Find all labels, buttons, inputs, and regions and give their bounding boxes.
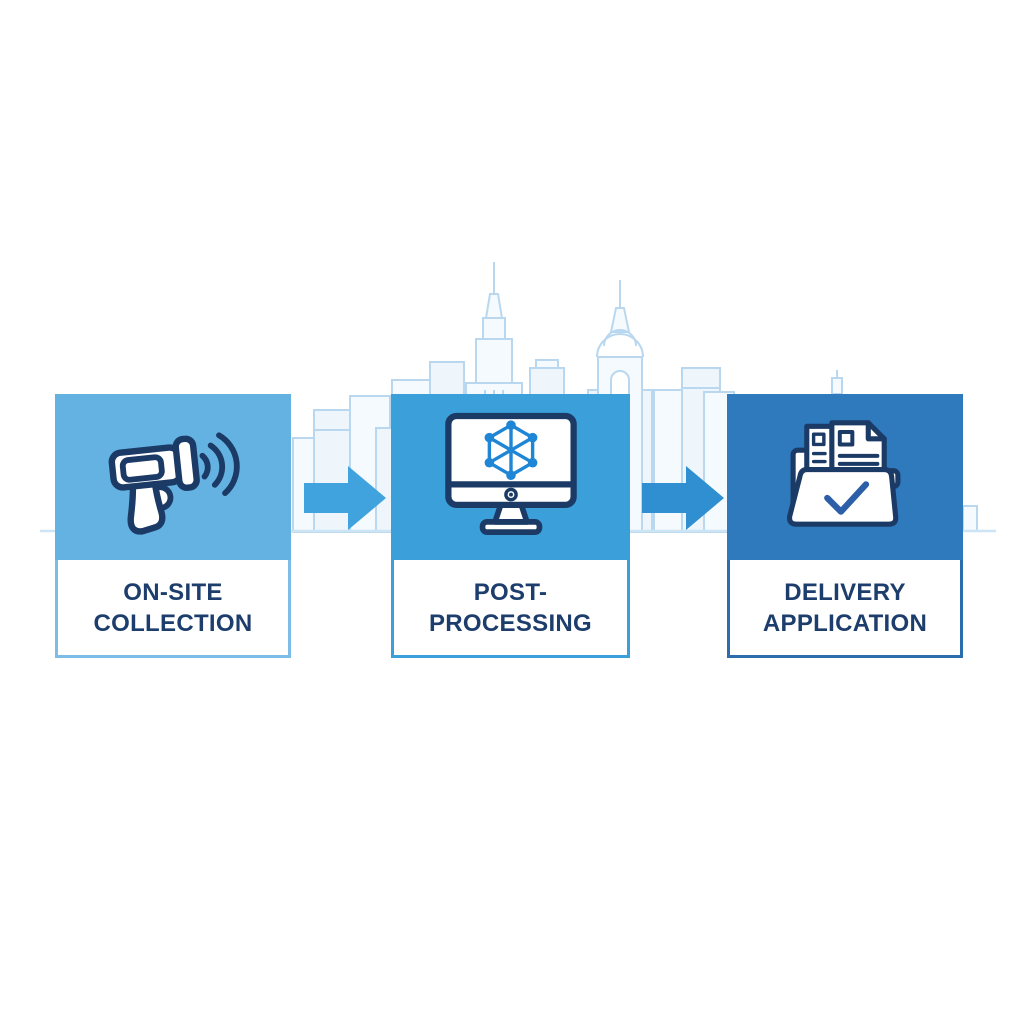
step-label-line: ON-SITE [123,578,223,606]
step-delivery-application-label: DELIVERY APPLICATION [727,560,963,658]
barcode-scanner-icon [108,432,240,535]
step-label-line: APPLICATION [762,609,928,637]
step-label-line: COLLECTION [93,609,253,637]
step-delivery-application: DELIVERY APPLICATION [727,394,963,658]
step-delivery-application-icon-panel [727,394,963,560]
step-label-line: POST-PROCESSING [428,578,593,637]
step-label-line: DELIVERY [784,578,906,606]
monitor-network-icon [444,412,577,535]
step-on-site-collection: ON-SITE COLLECTION [55,394,291,658]
arrow-right-2 [642,466,724,530]
step-on-site-collection-icon-panel [55,394,291,560]
step-post-processing: POST-PROCESSING [391,394,630,658]
arrow-right-1 [304,466,386,530]
step-post-processing-icon-panel [391,394,630,560]
step-on-site-collection-label: ON-SITE COLLECTION [55,560,291,658]
step-post-processing-label: POST-PROCESSING [391,560,630,658]
folder-check-icon [786,419,900,527]
